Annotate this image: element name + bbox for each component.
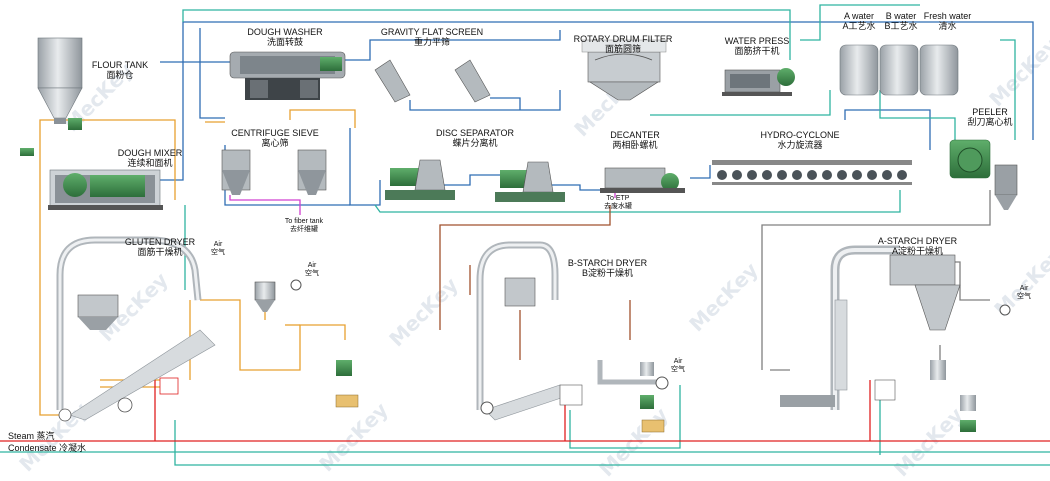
pipe-blue (160, 28, 184, 181)
pipe-teal (650, 90, 831, 116)
a-starch-dryer (780, 245, 1011, 432)
pipe-blue (844, 109, 931, 150)
pipe-blue (430, 174, 500, 186)
pipe-blue (182, 21, 1034, 140)
pipe-teal (569, 385, 681, 449)
pipe-gray (761, 190, 991, 370)
decanter (600, 167, 685, 193)
pipe-teal (879, 90, 956, 140)
water-press (722, 68, 795, 96)
water-tanks (839, 44, 959, 96)
gluten-dryer (56, 236, 359, 422)
pipe-teal (374, 190, 901, 213)
gravity-flat-screen (374, 59, 491, 103)
pipe-orange (39, 119, 176, 225)
pipe-blue (345, 30, 561, 61)
pipe-teal (1000, 39, 1016, 140)
pipe-teal (174, 420, 1050, 466)
pipe-orange (39, 225, 60, 416)
pipe-blue (490, 97, 521, 110)
pipe-blue (690, 165, 711, 179)
dough-mixer (48, 169, 163, 210)
dough-washer (229, 51, 346, 100)
pipe-blue (349, 128, 381, 206)
rotary-drum-filter (581, 39, 667, 101)
steam-label: Steam 蒸汽 (8, 431, 55, 441)
b-starch-dryer (476, 241, 669, 433)
pipes (0, 4, 1050, 466)
condensate-label: Condensate 冷凝水 (8, 443, 87, 453)
pipe-blue (409, 90, 561, 111)
pipe-blue (545, 184, 600, 191)
disc-separator (385, 159, 565, 202)
pipe-teal (800, 4, 920, 41)
pipe-orange (289, 109, 356, 128)
pipe-brown (439, 205, 611, 330)
pipe-magenta (229, 195, 301, 215)
flour-tank (20, 37, 83, 156)
pipe-blue (199, 28, 225, 119)
peeler (949, 139, 1018, 210)
pipe-orange (200, 299, 346, 371)
hydro-cyclone (712, 160, 912, 185)
pipe-teal (182, 9, 791, 60)
centrifuge-sieve (221, 149, 327, 195)
